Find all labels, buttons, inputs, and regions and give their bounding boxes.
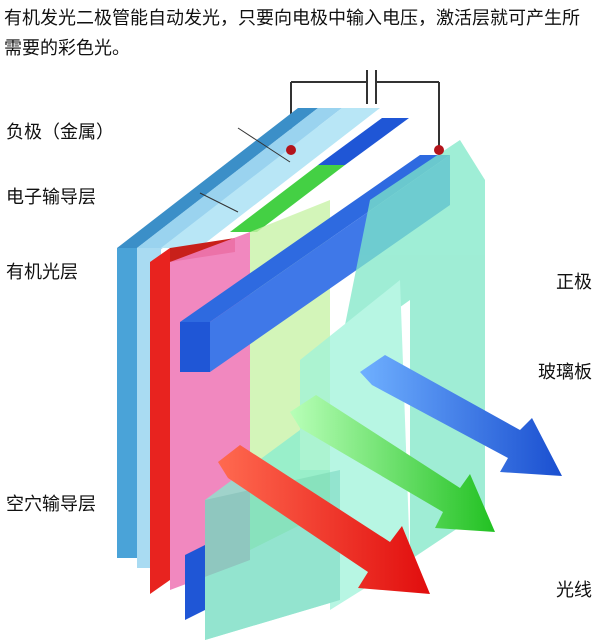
label-light: 光线: [556, 580, 592, 601]
top-color-strips: [161, 108, 409, 248]
label-hole-transport: 空穴输导层: [6, 494, 96, 515]
label-anode: 正极: [556, 272, 592, 293]
label-cathode: 负极（金属）: [6, 122, 114, 143]
red-light-arrow: [218, 445, 430, 594]
label-organic-light: 有机光层: [6, 262, 78, 283]
intro-text: 有机发光二极管能自动发光，只要向电极中输入电压，激活层就可产生所需要的彩色光。: [4, 8, 580, 59]
green-light-arrow: [290, 395, 495, 532]
label-electron-transport: 电子输导层: [6, 187, 96, 208]
anode-terminal: [434, 145, 444, 155]
cathode-terminal: [286, 145, 296, 155]
label-glass: 玻璃板: [538, 362, 592, 383]
light-arrows: [218, 355, 562, 594]
blue-light-arrow: [360, 355, 562, 476]
leader-lines: [199, 127, 291, 213]
